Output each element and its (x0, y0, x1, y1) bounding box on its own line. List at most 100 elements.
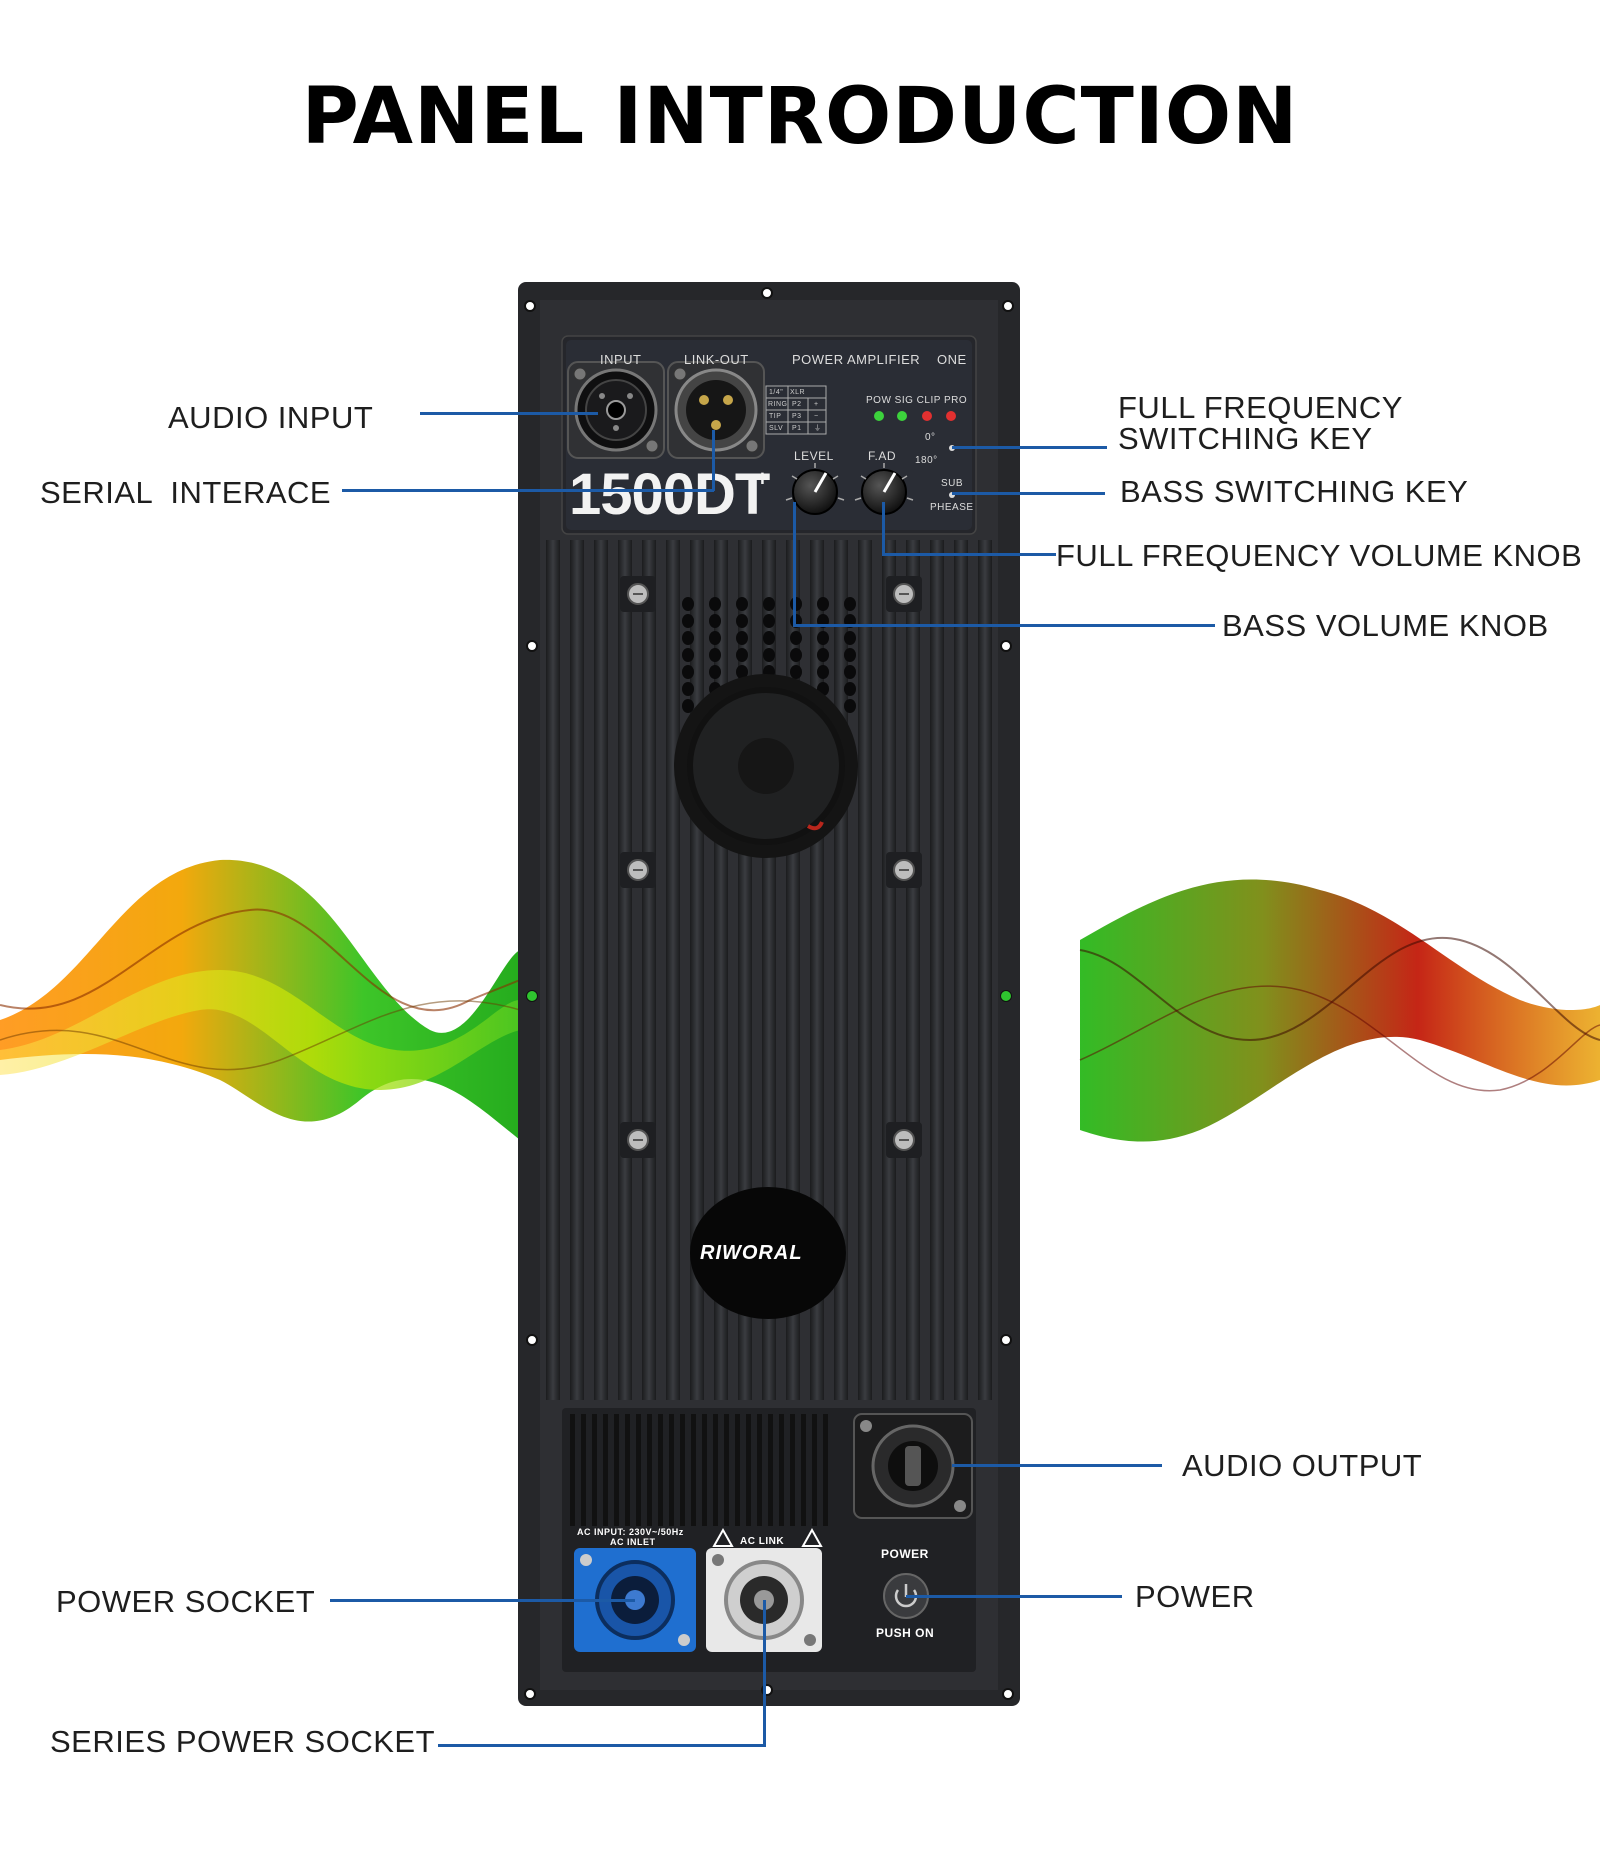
vent-hole (736, 597, 748, 611)
level-knob (792, 469, 838, 515)
phase-label: PHEASE (930, 502, 974, 513)
vent-hole (844, 631, 856, 645)
mounting-hole (761, 287, 773, 299)
vent-hole (790, 597, 802, 611)
leader-line (763, 1600, 766, 1747)
grille-slot (570, 1414, 575, 1526)
input-combo-jack (567, 361, 665, 459)
vent-hole (736, 665, 748, 679)
vent-hole (790, 665, 802, 679)
vent-hole (709, 597, 721, 611)
grille-slot (790, 1414, 795, 1526)
heatsink-fin (954, 540, 968, 1400)
callout-full-frequency-volume-knob: FULL FREQUENCY VOLUME KNOB (1056, 538, 1583, 573)
panel-screws (620, 576, 922, 1158)
vent-hole (682, 648, 694, 662)
mounting-hole (1002, 300, 1014, 312)
phase-0-label: 0° (925, 432, 936, 443)
mounting-hole (526, 640, 538, 652)
pin-table (765, 385, 827, 435)
mounting-hole (524, 300, 536, 312)
callout-bass-volume-knob: BASS VOLUME KNOB (1222, 608, 1549, 643)
grille-slot (658, 1414, 663, 1526)
speakon-output (853, 1413, 973, 1519)
vent-hole (844, 597, 856, 611)
grille-slot (801, 1414, 806, 1526)
grille-slot (680, 1414, 685, 1526)
vent-hole (817, 648, 829, 662)
sound-wave-graphic (0, 859, 1600, 1142)
push-on-label: PUSH ON (876, 1626, 935, 1640)
leader-line (906, 1595, 1122, 1598)
level-label: LEVEL (794, 449, 834, 463)
mounting-hole (526, 1334, 538, 1346)
pin-table-cell: + (814, 401, 819, 408)
callout-audio-output: AUDIO OUTPUT (1182, 1448, 1423, 1483)
mounting-holes (524, 287, 1014, 1700)
heatsink-fin (546, 540, 560, 1400)
leader-line (330, 1599, 635, 1602)
grille-slot (636, 1414, 641, 1526)
pin-table-cell: RING (768, 401, 788, 408)
grille-slot (713, 1414, 718, 1526)
vent-hole (736, 631, 748, 645)
heatsink-fin (858, 540, 872, 1400)
heatsink-fin (666, 540, 680, 1400)
leader-line (712, 430, 715, 491)
leader-line (952, 1464, 1162, 1467)
grille-slot (669, 1414, 674, 1526)
pin-table-cell: P2 (792, 401, 802, 408)
pin-table-cell: 1/4" (769, 389, 784, 396)
heatsink-fin (642, 540, 656, 1400)
vent-hole (736, 614, 748, 628)
grille-slot (647, 1414, 652, 1526)
heatsink-fin (978, 540, 992, 1400)
mounting-hole-green (1001, 991, 1011, 1001)
link-out-label: LINK-OUT (684, 352, 749, 367)
heatsink-fin (570, 540, 584, 1400)
callout-power-socket: POWER SOCKET (56, 1584, 316, 1619)
vent-hole (682, 631, 694, 645)
powercon-input (574, 1548, 696, 1652)
mounting-hole (524, 1688, 536, 1700)
model-number: 1500DT (569, 462, 770, 527)
grille-slot (625, 1414, 630, 1526)
status-leds (874, 411, 956, 421)
vent-hole (763, 631, 775, 645)
vent-hole (709, 614, 721, 628)
vent-hole (844, 665, 856, 679)
callout-bass-switching-key: BASS SWITCHING KEY (1120, 474, 1469, 509)
vent-hole (682, 597, 694, 611)
leader-line (342, 489, 714, 492)
callout-serial-interface: SERIAL INTERACE (40, 475, 332, 510)
sub-label: SUB (941, 478, 964, 489)
pin-table-cell: − (814, 413, 819, 420)
heatsink-fin (618, 540, 632, 1400)
leader-line (438, 1744, 766, 1747)
vent-hole (817, 631, 829, 645)
grille-slot (746, 1414, 751, 1526)
vent-hole (709, 665, 721, 679)
pin-table-cell: XLR (790, 389, 806, 396)
heatsink-fin (906, 540, 920, 1400)
leader-line (952, 446, 1107, 449)
grille-slot (691, 1414, 696, 1526)
mounting-hole (1002, 1688, 1014, 1700)
power-panel-label: POWER (881, 1547, 929, 1561)
leader-line (420, 412, 598, 415)
grille-slot (724, 1414, 729, 1526)
knob-scale-ticks (785, 463, 914, 501)
vent-hole (763, 597, 775, 611)
grille-slot (812, 1414, 817, 1526)
vent-hole (817, 597, 829, 611)
grille-slot (592, 1414, 597, 1526)
vent-hole (736, 648, 748, 662)
vent-hole (817, 665, 829, 679)
grille-slot (614, 1414, 619, 1526)
vent-hole (844, 682, 856, 696)
ac-inlet-label: AC INLET (610, 1537, 656, 1547)
vent-hole (763, 648, 775, 662)
heatsink-fin (930, 540, 944, 1400)
page-title: PANEL INTRODUCTION (301, 72, 1299, 162)
